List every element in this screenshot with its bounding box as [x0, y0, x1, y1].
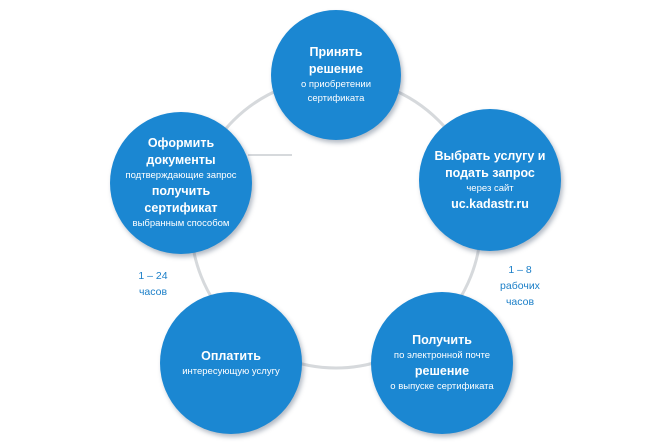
step-2-line-3: через сайт [466, 182, 514, 194]
step-3-line-2: по электронной почте [393, 350, 491, 361]
step-4-line-1: Оплатить [201, 348, 261, 363]
duration-left-line-1: 1 – 24 [138, 270, 168, 282]
step-5-line-3: подтверждающие запрос [125, 170, 237, 181]
step-5-line-1: Оформить [147, 136, 215, 150]
duration-right-line-1: 1 – 8 [508, 264, 532, 276]
step-decide-circle: Принять решение о приобретении сертифика… [271, 10, 401, 140]
step-3-line-1: Получить [412, 333, 472, 347]
duration-right-line-2: рабочих [500, 280, 540, 292]
step-5-line-2: документы [146, 153, 216, 167]
step-1-line-2: о приобретении [300, 79, 372, 90]
duration-label-left: 1 – 24 часов [128, 268, 178, 300]
duration-right-line-3: часов [505, 296, 535, 308]
step-4-line-2: интересующую услугу [182, 365, 280, 377]
step-2-line-2: подать запрос [445, 165, 535, 180]
step-documents-circle: Оформить документы подтверждающие запрос… [110, 112, 252, 254]
step-receive-circle: Получить по электронной почте решение о … [371, 292, 513, 434]
step-2-line-1: Выбрать услугу и [434, 148, 546, 163]
step-2-site-url: uc.kadastr.ru [451, 196, 529, 211]
step-3-line-3: решение [414, 364, 470, 378]
step-pay-circle: Оплатить интересующую услугу [160, 292, 302, 434]
step-5-line-5: выбранным способом [132, 218, 230, 229]
step-1-line-1: Принять решение [308, 45, 364, 76]
step-1-line-3: сертификата [307, 93, 365, 104]
step-3-line-4: о выпуске сертификата [390, 381, 494, 392]
duration-label-right: 1 – 8 рабочих часов [490, 262, 550, 310]
step-5-line-4: получить сертификат [144, 184, 218, 215]
step-request-circle: Выбрать услугу и подать запрос через сай… [419, 109, 561, 251]
duration-left-line-2: часов [138, 286, 168, 298]
